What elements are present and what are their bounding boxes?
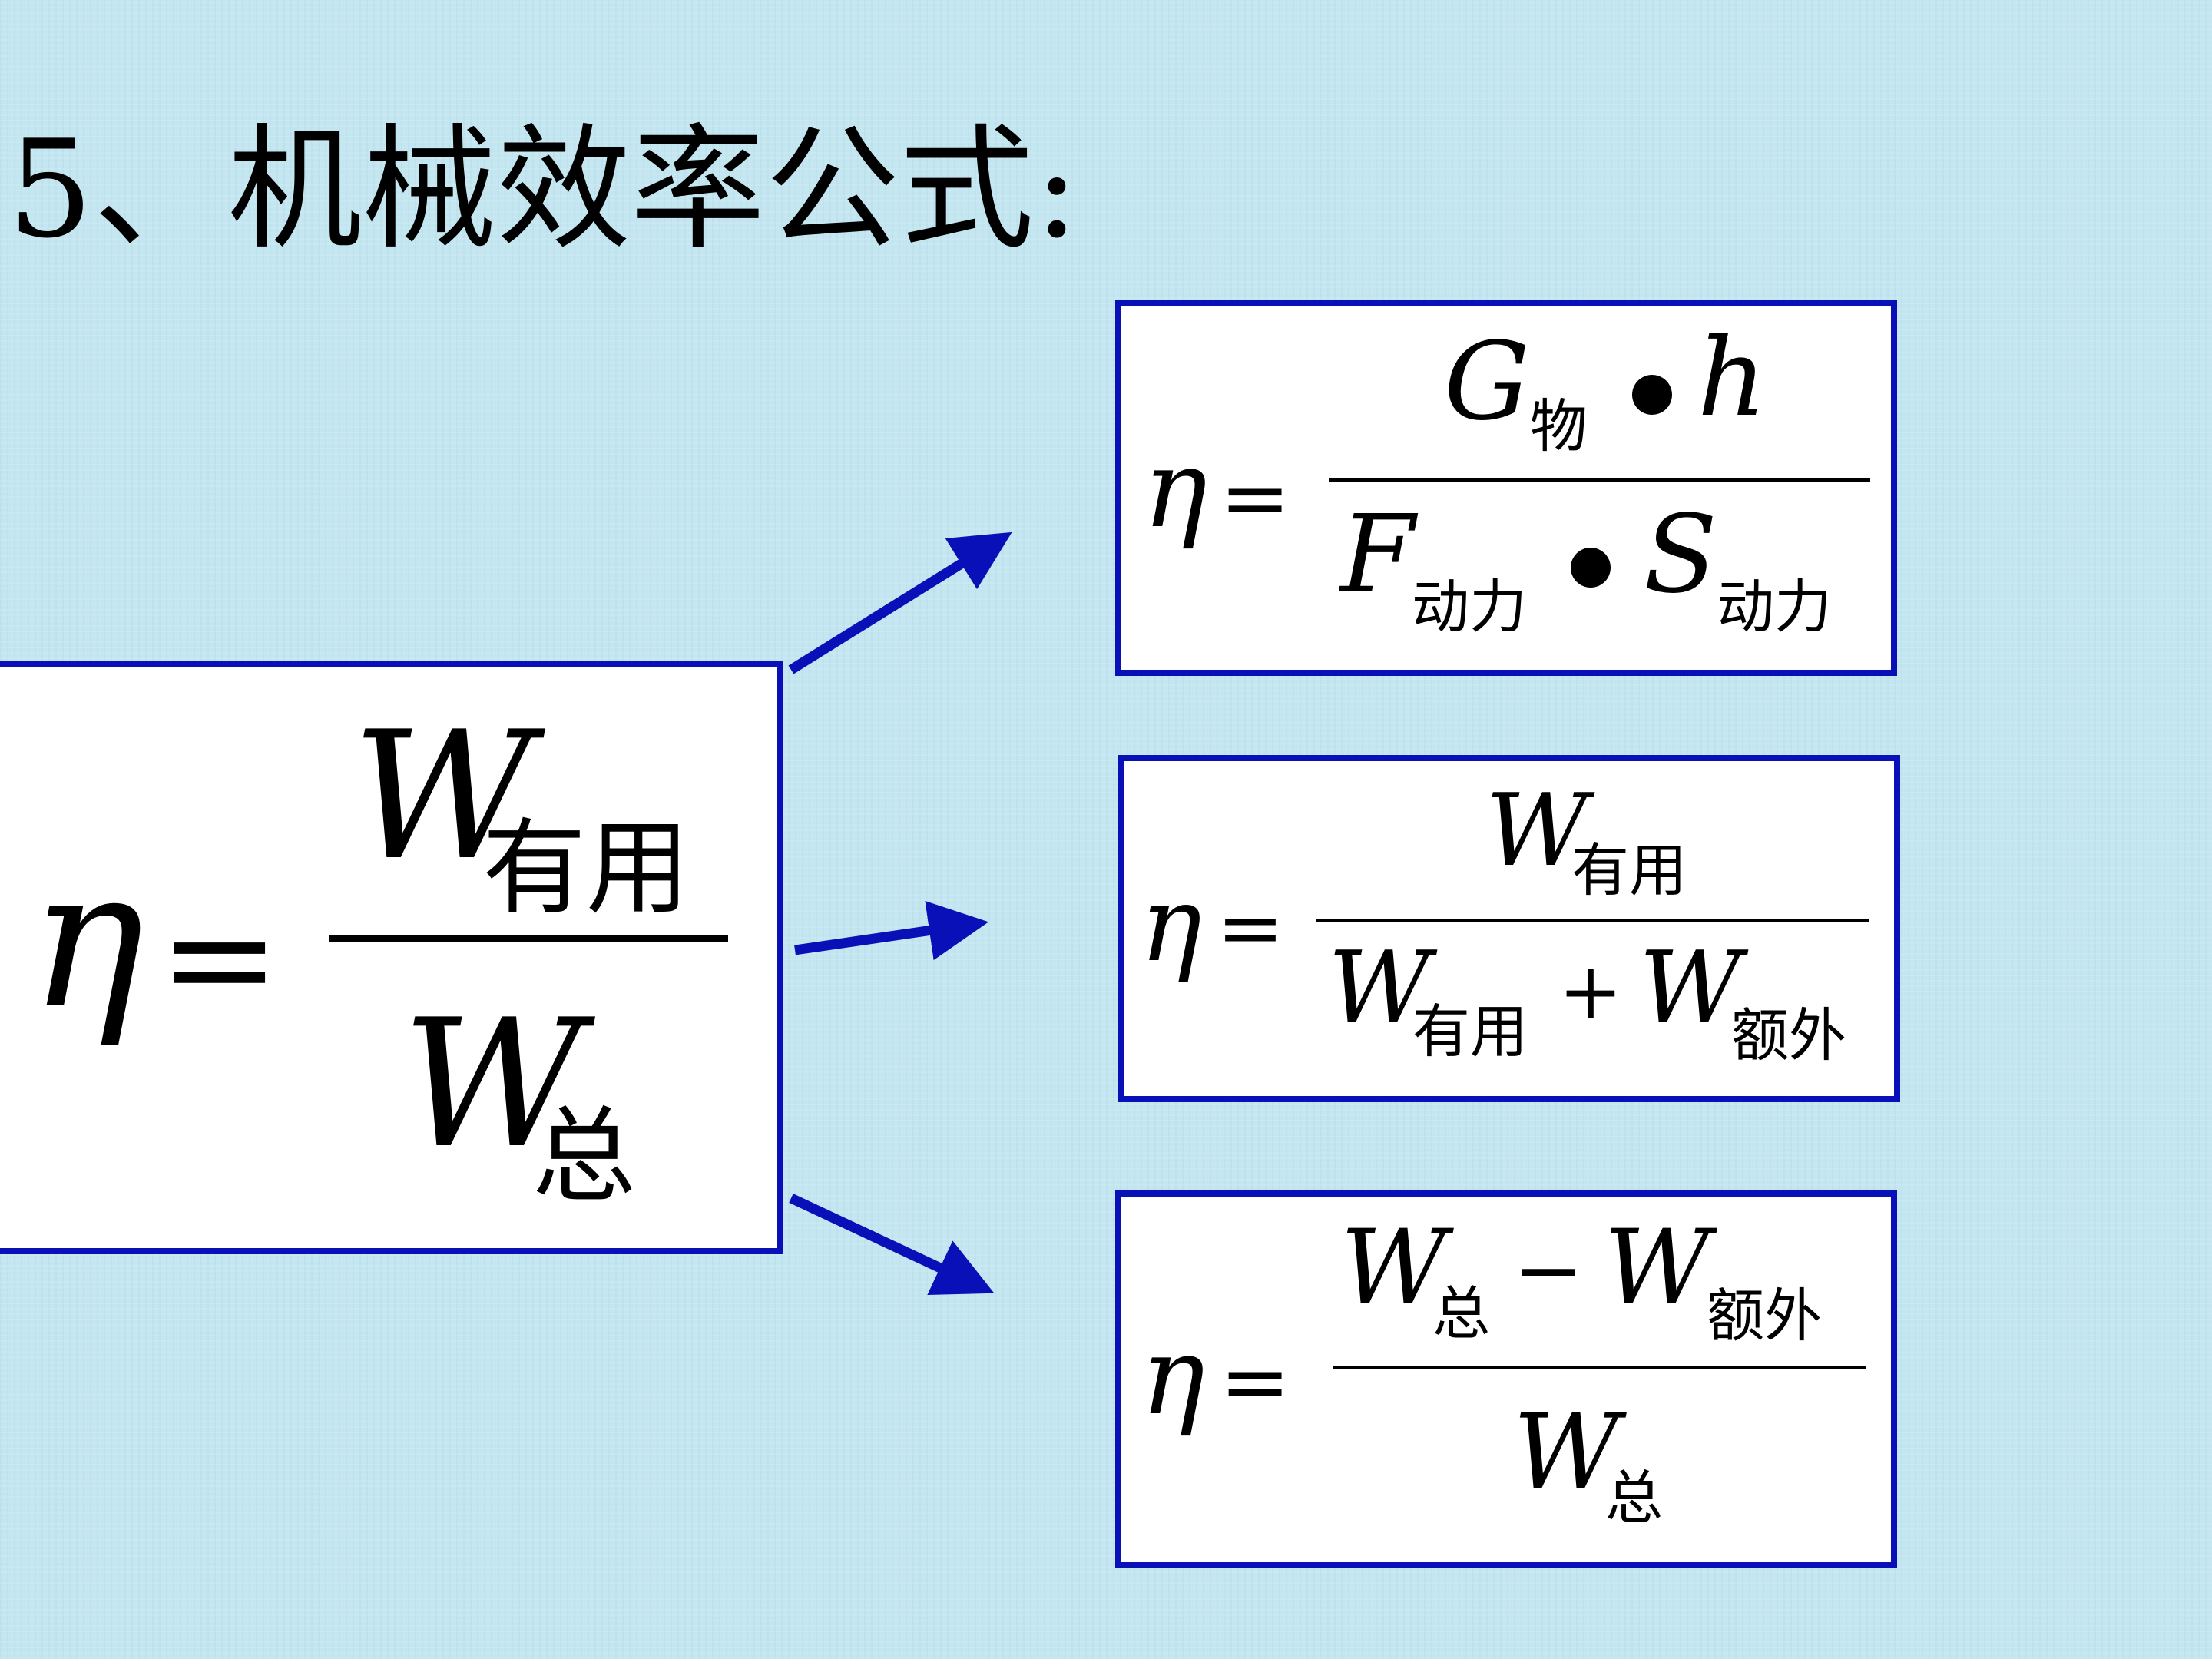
- numerator-w2-subscript: 额外: [1707, 1282, 1823, 1349]
- eta-symbol: η: [29, 827, 144, 1051]
- fraction-bar: [329, 935, 728, 942]
- eta-symbol: η: [1143, 427, 1207, 552]
- denominator-w2-subscript: 额外: [1731, 1002, 1847, 1069]
- denominator-f: F: [1340, 492, 1416, 618]
- numerator-subscript: 有用: [1571, 836, 1687, 904]
- fraction-bar: [1316, 919, 1869, 922]
- numerator-w1: W: [1340, 1207, 1447, 1328]
- denominator-f-subscript: 动力: [1412, 573, 1528, 641]
- numerator-subscript: 有用: [482, 808, 690, 929]
- arrow-to-formula-1: [788, 531, 1012, 674]
- minus-sign: −: [1513, 1220, 1584, 1319]
- denominator-subscript: 总: [1605, 1464, 1664, 1532]
- slide-title: 5、机械效率公式:: [8, 112, 1080, 268]
- multiply-dot: [1632, 375, 1672, 415]
- equals-sign: =: [1217, 881, 1284, 975]
- equals-sign: =: [158, 873, 281, 1043]
- arrow-to-formula-3: [789, 1194, 995, 1296]
- multiply-dot: [1571, 548, 1611, 588]
- arrow-to-formula-2: [794, 900, 989, 961]
- denominator-s-subscript: 动力: [1717, 573, 1833, 641]
- fraction-bar: [1329, 478, 1870, 482]
- formula-box-2: η = W 有用 W 有用 + W 额外: [1118, 755, 1900, 1102]
- denominator-variable: W: [1513, 1392, 1620, 1512]
- plus-sign: +: [1558, 946, 1623, 1036]
- denominator-s: S: [1644, 492, 1717, 618]
- fraction-bar: [1333, 1366, 1866, 1369]
- equals-sign: =: [1220, 449, 1291, 547]
- formula-box-1: η = G 物 h F 动力 S 动力: [1115, 300, 1897, 676]
- denominator-w1-subscript: 有用: [1412, 998, 1528, 1065]
- numerator-variable: W: [1485, 772, 1588, 889]
- numerator-variable: W: [352, 694, 534, 899]
- numerator-g: G: [1444, 320, 1530, 445]
- numerator-g-subscript: 物: [1530, 392, 1588, 460]
- numerator-w2: W: [1604, 1207, 1710, 1328]
- denominator-w1: W: [1328, 929, 1431, 1046]
- denominator-w2: W: [1639, 929, 1742, 1046]
- eta-symbol: η: [1141, 1314, 1205, 1439]
- equals-sign: =: [1220, 1332, 1291, 1430]
- numerator-h: h: [1697, 316, 1767, 441]
- denominator-variable: W: [402, 982, 584, 1187]
- numerator-w1-subscript: 总: [1432, 1280, 1491, 1347]
- formula-box-3: η = W 总 − W 额外 W 总: [1115, 1190, 1897, 1568]
- eta-symbol: η: [1140, 864, 1202, 985]
- denominator-subscript: 总: [532, 1096, 636, 1217]
- main-formula-box: η = W 有用 W 总: [0, 661, 783, 1254]
